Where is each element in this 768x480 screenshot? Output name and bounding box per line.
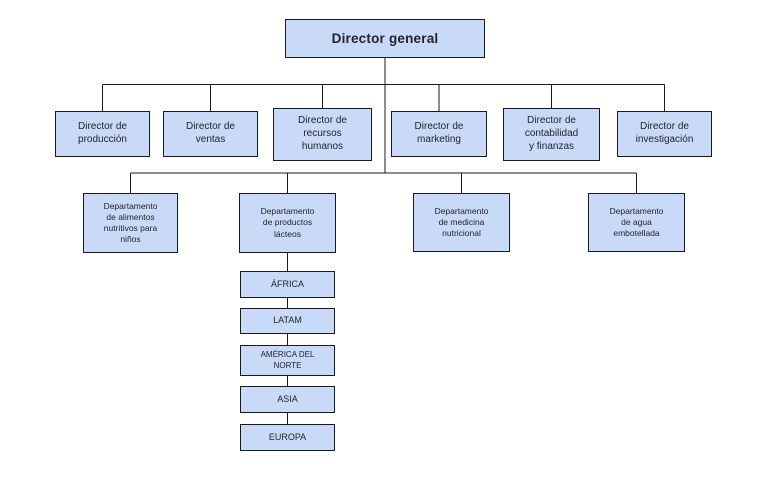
node-depto-agua-embotellada[interactable]: Departamento de agua embotellada — [588, 193, 685, 252]
node-director-marketing[interactable]: Director de marketing — [391, 111, 487, 157]
node-director-contabilidad-finanzas[interactable]: Director de contabilidad y finanzas — [503, 108, 600, 161]
node-director-general[interactable]: Director general — [285, 19, 485, 58]
node-director-produccion[interactable]: Director de producción — [55, 111, 150, 157]
node-depto-productos-lacteos[interactable]: Departamento de productos lácteos — [239, 193, 336, 253]
node-depto-alimentos-nutritivos[interactable]: Departamento de alimentos nutritivos par… — [83, 193, 178, 253]
node-region-america-del-norte[interactable]: AMÉRICA DEL NORTE — [240, 345, 335, 376]
node-director-investigacion[interactable]: Director de investigación — [617, 111, 712, 157]
node-region-africa[interactable]: ÁFRICA — [240, 271, 335, 298]
node-region-asia[interactable]: ASIA — [240, 386, 335, 413]
node-region-europa[interactable]: EUROPA — [240, 424, 335, 451]
node-director-ventas[interactable]: Director de ventas — [163, 111, 258, 157]
node-depto-medicina-nutricional[interactable]: Departamento de medicina nutricional — [413, 193, 510, 252]
node-region-latam[interactable]: LATAM — [240, 308, 335, 334]
node-director-recursos-humanos[interactable]: Director de recursos humanos — [273, 108, 372, 161]
